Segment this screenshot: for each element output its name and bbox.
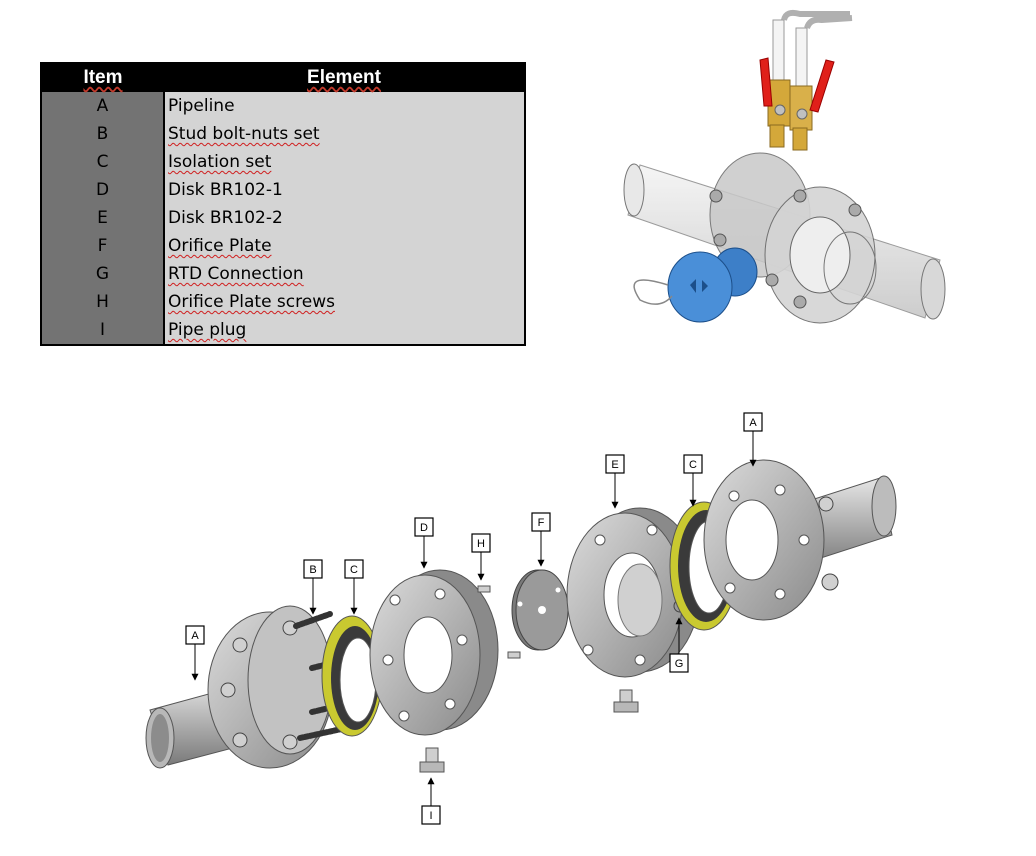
row-item: G xyxy=(41,260,165,288)
row-element-text: RTD Connection xyxy=(168,264,304,284)
callout-f: F xyxy=(531,512,551,567)
row-element-text: Pipe plug xyxy=(168,320,247,340)
parts-table: Item Element A Pipeline B Stud bolt-nuts… xyxy=(40,62,526,346)
row-element-text: Isolation set xyxy=(168,152,272,172)
ball-valves xyxy=(759,57,835,151)
svg-text:B: B xyxy=(309,564,316,576)
right-pipeline xyxy=(703,459,897,621)
left-pipeline xyxy=(145,605,333,769)
callout-a-right: A xyxy=(743,412,763,467)
disk-e xyxy=(566,507,701,678)
row-item: C xyxy=(41,148,165,176)
callout-c-left: C xyxy=(344,559,364,615)
table-row: D Disk BR102-1 xyxy=(41,176,525,204)
row-item: D xyxy=(41,176,165,204)
callout-g: G xyxy=(669,617,689,673)
left-gasket xyxy=(321,615,383,737)
table-row: C Isolation set xyxy=(41,148,525,176)
callout-b: B xyxy=(303,559,323,615)
disk-d xyxy=(369,569,499,736)
row-element-text: Orifice Plate screws xyxy=(168,292,335,312)
svg-text:C: C xyxy=(350,564,358,576)
row-element: Orifice Plate screws xyxy=(164,288,525,316)
row-element: Pipe plug xyxy=(164,316,525,345)
svg-text:A: A xyxy=(749,417,757,429)
row-item: I xyxy=(41,316,165,345)
row-element: Orifice Plate xyxy=(164,232,525,260)
callout-e: E xyxy=(605,454,625,509)
table-row: A Pipeline xyxy=(41,92,525,120)
callout-c-right: C xyxy=(683,454,703,507)
assembled-view xyxy=(623,9,946,324)
svg-text:A: A xyxy=(191,630,199,642)
svg-text:C: C xyxy=(689,459,697,471)
orifice-screws xyxy=(477,585,521,659)
blue-protective-cap xyxy=(633,247,758,323)
svg-text:D: D xyxy=(420,522,428,534)
table-row: F Orifice Plate xyxy=(41,232,525,260)
row-element: Isolation set xyxy=(164,148,525,176)
row-element: Pipeline xyxy=(164,92,525,120)
callout-a-left: A xyxy=(185,625,205,681)
pipe-plugs xyxy=(419,689,639,773)
table-header-row: Item Element xyxy=(41,63,525,92)
svg-text:F: F xyxy=(538,517,545,529)
row-item: F xyxy=(41,232,165,260)
callout-h: H xyxy=(471,533,491,581)
row-element: Disk BR102-2 xyxy=(164,204,525,232)
row-element-text: Orifice Plate xyxy=(168,236,272,256)
orifice-plate xyxy=(511,569,569,651)
svg-text:I: I xyxy=(429,810,432,822)
header-element: Element xyxy=(164,63,525,92)
row-element: Stud bolt-nuts set xyxy=(164,120,525,148)
table-row: G RTD Connection xyxy=(41,260,525,288)
table-row: E Disk BR102-2 xyxy=(41,204,525,232)
row-item: A xyxy=(41,92,165,120)
row-item: B xyxy=(41,120,165,148)
callout-d: D xyxy=(414,517,434,569)
table-row: H Orifice Plate screws xyxy=(41,288,525,316)
assembled-flanges xyxy=(709,152,877,324)
row-item: E xyxy=(41,204,165,232)
svg-text:G: G xyxy=(675,658,684,670)
exploded-view: A B C D H F E xyxy=(145,412,897,825)
valve-handle-right xyxy=(809,59,835,113)
row-element-text: Stud bolt-nuts set xyxy=(168,124,320,144)
row-item: H xyxy=(41,288,165,316)
svg-text:E: E xyxy=(611,459,618,471)
table-row: I Pipe plug xyxy=(41,316,525,345)
row-element: Disk BR102-1 xyxy=(164,176,525,204)
valve-handle-left xyxy=(759,57,773,107)
svg-text:H: H xyxy=(477,538,485,550)
table-row: B Stud bolt-nuts set xyxy=(41,120,525,148)
riser-pipes xyxy=(772,9,853,139)
callout-i: I xyxy=(421,777,441,825)
header-item: Item xyxy=(41,63,164,92)
row-element: RTD Connection xyxy=(164,260,525,288)
